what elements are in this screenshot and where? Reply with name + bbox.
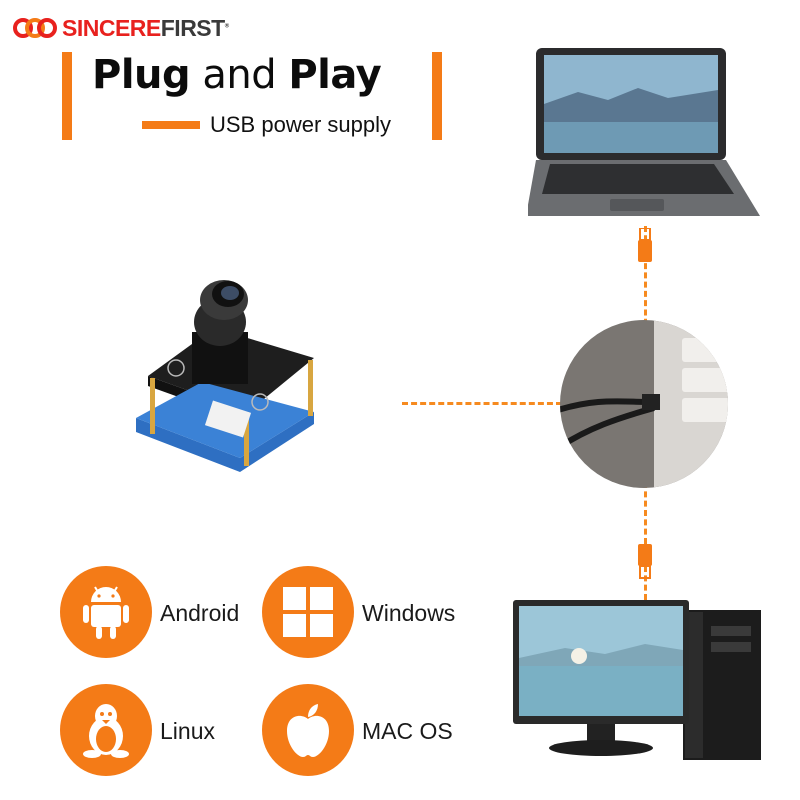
linux-badge: [60, 684, 152, 776]
headline-bar-left: [62, 52, 72, 140]
page-subtitle: USB power supply: [210, 112, 391, 137]
android-badge: [60, 566, 152, 658]
usb-plug-icon: [638, 228, 652, 262]
apple-icon: [287, 704, 329, 757]
usb-plug-icon: [638, 544, 652, 579]
os-label-linux: Linux: [160, 718, 215, 744]
brand-name: SINCEREFIRST®: [62, 14, 229, 41]
windows-badge: [262, 566, 354, 658]
connector-desktop: [644, 482, 647, 600]
connector-laptop: [644, 226, 647, 334]
subtitle-dash: [142, 121, 200, 129]
linux-icon: [83, 704, 129, 758]
android-icon: [83, 586, 129, 639]
desktop-computer-image: [513, 600, 761, 760]
page-title: Plug and Play: [92, 52, 382, 98]
os-label-windows: Windows: [362, 600, 456, 626]
camera-module-image: [136, 280, 314, 472]
laptop-image: [528, 48, 760, 216]
windows-icon: [283, 587, 333, 637]
os-label-macos: MAC OS: [362, 718, 453, 744]
brand-logo-icon: [13, 18, 57, 38]
os-label-android: Android: [160, 600, 240, 626]
connector-camera: [402, 402, 562, 405]
brand-logo: SINCEREFIRST®: [12, 12, 229, 44]
usb-cable-closeup: [560, 320, 728, 488]
headline-bar-right: [432, 52, 442, 140]
apple-badge: [262, 684, 354, 776]
